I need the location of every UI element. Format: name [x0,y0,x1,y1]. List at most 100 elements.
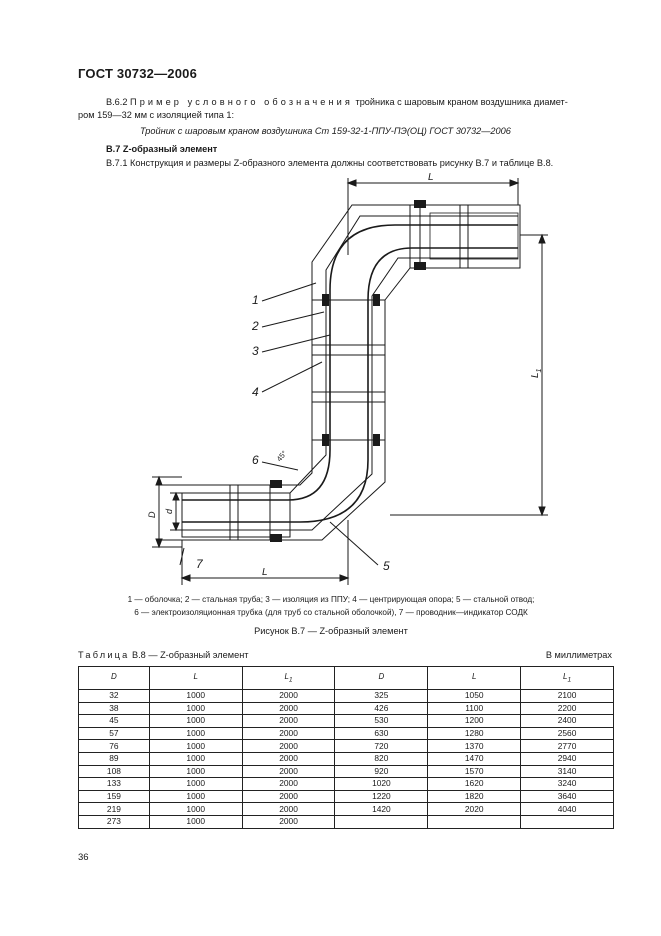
table-cell [334,814,429,829]
callout-1: 1 [252,293,259,307]
table-cell: 32 [78,689,150,703]
table-cell: 2400 [520,714,614,728]
table-title-word: Таблица [78,650,130,660]
dimension-D: D [147,511,157,518]
dimension-L-top: L [428,172,434,183]
table-cell: 1420 [334,802,429,816]
table-cell: 2000 [241,714,336,728]
table-cell: 325 [334,689,429,703]
column-header: L [427,666,522,690]
table-cell: 108 [78,764,150,779]
table-cell: 720 [334,739,429,753]
steel-pipe [182,224,518,501]
dimension-L1: L1 [530,368,543,378]
table-cell: 1470 [427,751,522,766]
section-title: В.7 Z-образный элемент [106,144,218,154]
table-cell: 89 [78,751,150,766]
table-cell: 1000 [148,701,243,716]
table-cell [520,814,614,829]
table-cell: 2000 [241,789,336,804]
table-cell: 920 [334,764,429,779]
table-cell: 2560 [520,726,614,741]
table-cell: 2000 [241,751,336,766]
table-cell: 1370 [427,739,522,753]
table-cell: 2000 [241,701,336,716]
angle-label: 45° [275,449,289,463]
table-title-text: В.8 — Z-образный элемент [129,650,249,660]
table-cell: 3140 [520,764,614,779]
dimension-L-bottom: L [262,567,268,578]
table-cell: 2100 [520,689,614,703]
table-cell: 1000 [148,714,243,728]
table-cell: 273 [78,814,150,829]
column-header: L1 [520,666,614,690]
table-cell: 3240 [520,777,614,791]
table-cell: 630 [334,726,429,741]
table-header-row: D L L1 D L L1 [78,666,614,690]
table-cell: 1100 [427,701,522,716]
table-cell: 1570 [427,764,522,779]
table-cell: 2000 [241,814,336,829]
table-cell: 2000 [241,802,336,816]
table-cell: 1000 [148,789,243,804]
table-cell: 530 [334,714,429,728]
table-cell: 3640 [520,789,614,804]
table-cell: 1820 [427,789,522,804]
callout-3: 3 [252,344,259,358]
table-cell: 57 [78,726,150,741]
column-header: D [78,666,150,690]
paragraph-number: В.6.2 [106,97,128,107]
table-cell: 1050 [427,689,522,703]
table-cell: 2940 [520,751,614,766]
table-cell: 4040 [520,802,614,816]
table-cell: 2770 [520,739,614,753]
table-cell: 426 [334,701,429,716]
table-cell: 1000 [148,777,243,791]
table-cell: 2000 [241,739,336,753]
table-cell: 820 [334,751,429,766]
table-units: В миллиметрах [545,650,612,660]
callout-2: 2 [251,319,259,333]
table-cell: 1000 [148,751,243,766]
column-header: L1 [241,666,336,690]
table-cell: 38 [78,701,150,716]
table-cell: 2020 [427,802,522,816]
example-designation: Тройник с шаровым краном воздушника Ст 1… [140,126,511,136]
table-cell: 76 [78,739,150,753]
table-cell: 1200 [427,714,522,728]
table-cell: 1000 [148,739,243,753]
table-cell: 1000 [148,814,243,829]
table-cell: 1020 [334,777,429,791]
table-cell: 1620 [427,777,522,791]
page-number: 36 [78,852,89,863]
table-cell: 1000 [148,726,243,741]
callout-6: 6 [252,453,259,467]
table-cell: 2000 [241,689,336,703]
callout-5: 5 [383,559,390,573]
table-cell: 2000 [241,726,336,741]
figure-legend-line-1: 1 — оболочка; 2 — стальная труба; 3 — из… [127,595,535,604]
figure-legend-line-2: 6 — электроизоляционная трубка (для труб… [134,608,528,617]
table-cell: 219 [78,802,150,816]
figure-caption: Рисунок В.7 — Z-образный элемент [254,626,408,636]
table-cell: 2000 [241,777,336,791]
paragraph-b71: В.7.1 Конструкция и размеры Z-образного … [106,158,554,168]
table-cell: 159 [78,789,150,804]
table-cell: 1000 [148,802,243,816]
callout-7: 7 [196,557,204,571]
table-cell [427,814,522,829]
table-title: Таблица В.8 — Z-образный элемент [78,650,248,660]
table-cell: 2200 [520,701,614,716]
